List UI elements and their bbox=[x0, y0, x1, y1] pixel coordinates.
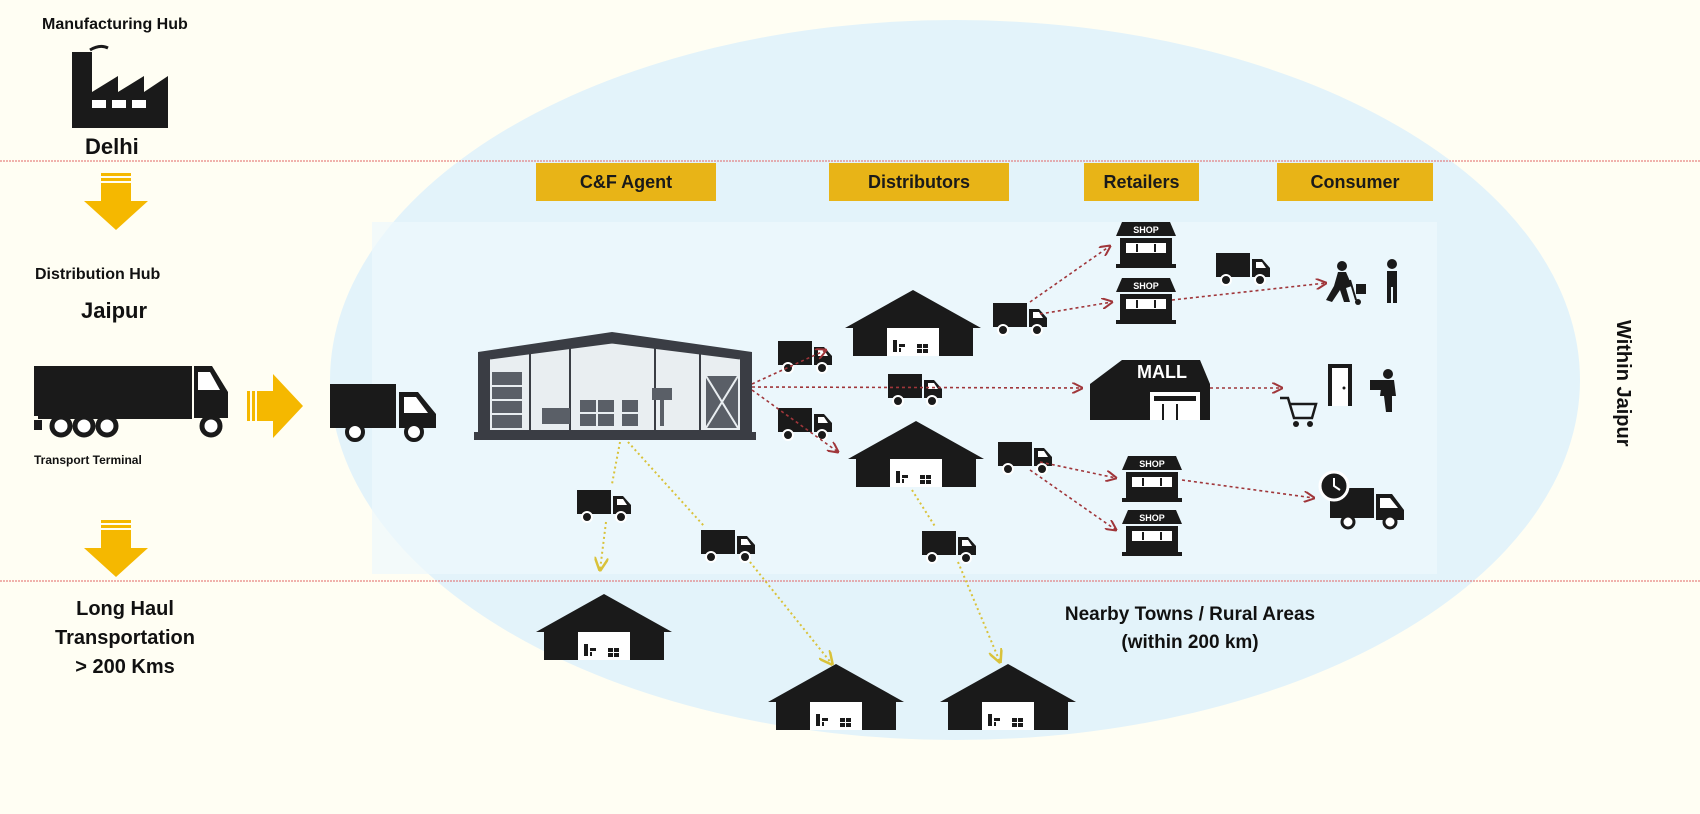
doorstep-delivery-icon bbox=[1328, 364, 1396, 412]
svg-text:SHOP: SHOP bbox=[1139, 513, 1165, 523]
long-haul-line1: Long Haul bbox=[76, 598, 174, 620]
nearby-towns-line1: Nearby Towns / Rural Areas bbox=[1064, 604, 1316, 625]
stage-retailers: Retailers bbox=[1084, 163, 1199, 201]
long-haul-line2: Transportation bbox=[54, 627, 195, 649]
rural-flow-arrows bbox=[600, 441, 1000, 664]
factory-icon bbox=[72, 44, 168, 128]
svg-text:SHOP: SHOP bbox=[1133, 281, 1159, 291]
mall-icon: MALL bbox=[1090, 360, 1210, 420]
svg-text:SHOP: SHOP bbox=[1139, 459, 1165, 469]
delivery-person-icon bbox=[1326, 259, 1397, 305]
distribution-city: Jaipur bbox=[81, 298, 148, 323]
urban-flow-arrows bbox=[751, 246, 1326, 530]
delivery-truck-icon bbox=[330, 384, 436, 442]
nearby-towns-line2: (within 200 km) bbox=[1121, 632, 1259, 653]
transport-terminal-label: Transport Terminal bbox=[34, 453, 142, 467]
manufacturing-city: Delhi bbox=[85, 134, 139, 159]
shop-icon: SHOP bbox=[1122, 456, 1182, 502]
long-haul-line3: > 200 Kms bbox=[75, 656, 175, 678]
cf-warehouse-icon bbox=[474, 332, 756, 440]
distribution-hub-title: Distribution Hub bbox=[35, 266, 161, 283]
right-arrow-icon bbox=[247, 374, 303, 438]
shop-icon: SHOP bbox=[1116, 278, 1176, 324]
shopping-cart-icon bbox=[1280, 396, 1318, 427]
stage-distributors: Distributors bbox=[829, 163, 1009, 201]
svg-text:SHOP: SHOP bbox=[1133, 225, 1159, 235]
stage-consumer: Consumer bbox=[1277, 163, 1433, 201]
manufacturing-hub-title: Manufacturing Hub bbox=[42, 16, 188, 33]
down-arrow-icon bbox=[84, 173, 148, 230]
within-jaipur-label: Within Jaipur bbox=[1612, 320, 1634, 447]
shop-icon: SHOP bbox=[1116, 222, 1176, 268]
down-arrow-icon bbox=[84, 520, 148, 577]
scheduled-delivery-icon bbox=[1318, 470, 1404, 530]
svg-text:MALL: MALL bbox=[1137, 362, 1187, 382]
shop-icon: SHOP bbox=[1122, 510, 1182, 556]
semi-truck-icon bbox=[34, 366, 228, 438]
stage-cf-agent: C&F Agent bbox=[536, 163, 716, 201]
